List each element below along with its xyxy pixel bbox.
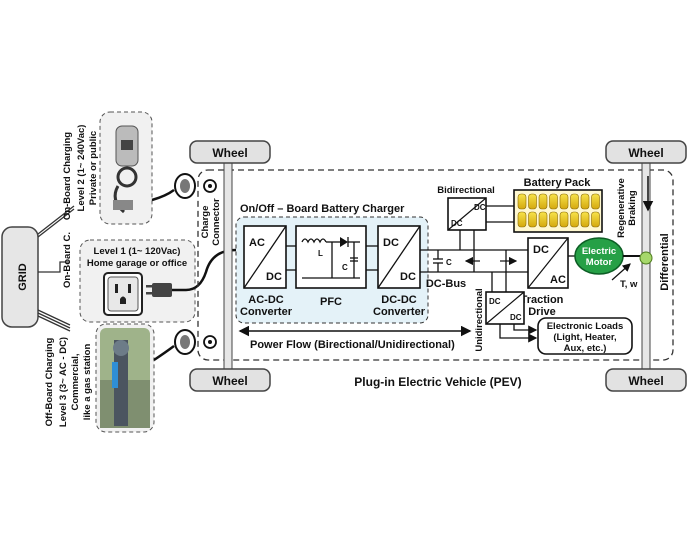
battery-cell [570,193,579,210]
battery-cell [528,193,537,210]
traction-label-line2: Drive [528,306,556,318]
bidir-bottom: DC [451,219,463,228]
wheel-front-left: Wheel [189,140,271,164]
torque-label: T, w [620,279,638,290]
bidirectional-label: Bidirectional [437,185,495,196]
level2-charger-icon [113,125,139,214]
unidirectional-converter: DC DC Unidirectional [474,250,538,352]
offboard-charging-category: Off-Board Charging [44,337,55,426]
electronic-loads: Electronic Loads (Light, Heater, Aux, et… [537,317,633,355]
charger-wires [286,245,378,271]
plug-icon [146,283,186,297]
traction-bottom: AC [550,274,566,286]
regen-line2: Braking [627,190,638,226]
battery-cell [528,211,537,228]
onboard-charging-category: On-Board Charging [62,132,73,220]
gas-station-charger-photo [100,328,150,428]
level1-line2: Home garage or office [87,258,187,269]
unidirectional-label: Unidirectional [474,288,485,351]
battery-cell [549,193,558,210]
torque-arrow [611,263,631,281]
loads-line2: (Light, Heater, [553,332,616,343]
battery-cell [580,211,590,228]
level1-line1: Level 1 (1~ 120Vac) [94,246,181,257]
battery-cell [517,211,527,228]
dcdc-label-line1: DC-DC [381,294,416,306]
traction-top: DC [533,244,549,256]
wheel-label: Wheel [628,374,663,388]
acdc-top: AC [249,237,265,249]
battery-cell [559,211,569,228]
wheel-rear-right: Wheel [605,368,687,392]
onboard-c-category: On-Board C. [62,232,73,288]
battery-cell [538,193,548,210]
unidir-bottom: DC [510,313,522,322]
battery-cell [580,193,590,210]
acdc-bottom: DC [266,271,282,283]
charging-plug-bottom-icon [153,329,196,362]
charger-title: On/Off – Board Battery Charger [240,203,405,215]
electric-motor: Electric Motor [574,237,653,275]
level3-line1: Level 3 (3~ AC - DC) [58,337,69,427]
traction-drive: DC AC Traction Drive [521,237,578,318]
grid-node: GRID [1,226,39,328]
charge-connector-sockets [203,179,217,349]
grid-label: GRID [17,263,29,291]
battery-pack-label: Battery Pack [524,177,592,189]
acdc-label-line1: AC-DC [248,294,283,306]
level3-line2: Commercial, [70,353,81,410]
battery-cell [570,211,579,228]
motor-line2: Motor [586,257,613,268]
dcdc-bottom: DC [400,271,416,283]
unidir-top: DC [489,297,501,306]
dcdc-top: DC [383,237,399,249]
battery-cell [591,193,600,210]
charge-connector-label-line2: Connector [211,198,222,246]
dcbus-label: DC-Bus [426,278,466,290]
pfc-c: C [342,263,348,272]
battery-cells [517,193,600,228]
onboard-level1-panel: On-Board C. Level 1 (1~ 120Vac) Home gar… [62,232,196,323]
vehicle-outline [197,169,674,361]
dcdc-label-line2: Converter [373,306,426,318]
wheel-rear-left: Wheel [189,368,271,392]
motor-line1: Electric [582,246,616,257]
grid-feeders [37,205,75,332]
dcbus-c: C [446,258,452,267]
wheel-label: Wheel [628,146,663,160]
bidir-top: DC [474,203,486,212]
wheel-front-right: Wheel [605,140,687,164]
level3-line3: like a gas station [82,344,93,421]
acdc-label-line2: Converter [240,306,293,318]
traction-label-line1: Traction [521,294,564,306]
dc-dc-converter: DC DC DC-DC Converter [373,225,426,318]
charging-plug-top-icon [151,173,196,202]
differential-label: Differential [659,233,671,290]
offboard-level3-panel: Off-Board Charging Level 3 (3~ AC - DC) … [44,323,155,433]
battery-cell [517,193,527,210]
onboard-level2-panel: On-Board Charging Level 2 (1~ 240Vac) Pr… [62,111,153,225]
battery-cell [591,211,600,228]
battery-cell [549,211,558,228]
bidirectional-converter: Bidirectional DC DC [437,185,514,272]
pfc-l: L [318,249,323,258]
battery-pack: Battery Pack [513,177,603,233]
ac-dc-converter: AC DC AC-DC Converter [240,225,293,318]
power-flow-label: Power Flow (Birectional/Unidirectional) [250,339,455,351]
wheel-label: Wheel [212,146,247,160]
level2-line2: Private or public [88,131,99,205]
wall-outlet-icon [103,272,143,316]
battery-cell [559,193,569,210]
pev-label: Plug-in Electric Vehicle (PEV) [354,375,521,389]
level2-line1: Level 2 (1~ 240Vac) [76,125,87,212]
loads-line1: Electronic Loads [547,321,624,332]
loads-line3: Aux, etc.) [564,343,607,354]
battery-cell [538,211,548,228]
wheel-label: Wheel [212,374,247,388]
pfc-block: L C PFC [295,225,367,308]
charge-connector-label-line1: Charge [200,206,211,239]
pfc-label: PFC [320,296,342,308]
regen-line1: Regenerative [616,178,627,238]
